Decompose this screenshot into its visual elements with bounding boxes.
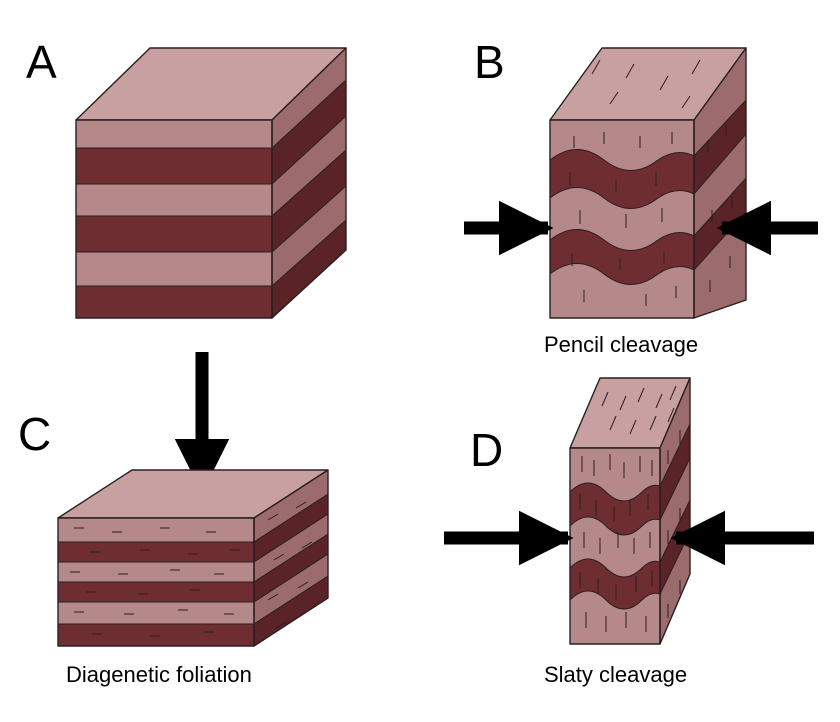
layer-light: [58, 602, 254, 624]
panel-b: B: [464, 36, 818, 357]
layer-dark: [58, 624, 254, 646]
side-layer-dark: [272, 80, 346, 184]
layer-light: [76, 184, 272, 216]
block-b-side-outline: [693, 47, 747, 319]
layer-light: [76, 252, 272, 286]
panel-a-letter: A: [26, 36, 57, 88]
panel-c-caption: Diagenetic foliation: [66, 662, 252, 687]
block-c: [57, 469, 329, 647]
layer-light: [58, 518, 254, 542]
layer-light: [58, 562, 254, 582]
slaty-cleavage-marks-icon: [579, 385, 681, 632]
block-a: [75, 47, 347, 319]
cleavage-marks-icon: [569, 59, 733, 306]
layer-light: [76, 120, 272, 148]
panel-a: A: [26, 36, 347, 319]
block-b: [549, 47, 747, 319]
panel-d-caption: Slaty cleavage: [544, 662, 687, 687]
layer-dark: [76, 148, 272, 184]
block-a-side-outline: [271, 47, 347, 319]
side-layer-light: [272, 48, 346, 148]
layer-dark: [76, 286, 272, 318]
side-layer-dark: [254, 494, 328, 562]
side-layer-light: [254, 514, 328, 582]
layer-dark: [58, 582, 254, 602]
panel-c-letter: C: [18, 408, 51, 460]
panel-b-caption: Pencil cleavage: [544, 332, 698, 357]
foliation-marks-icon: [70, 501, 313, 637]
panel-b-letter: B: [474, 36, 505, 88]
side-layer-dark: [254, 534, 328, 602]
side-layer-light: [272, 116, 346, 216]
side-layer-light: [254, 470, 328, 542]
layer-dark: [76, 216, 272, 252]
side-layer-dark: [272, 220, 346, 318]
side-layer-light: [254, 554, 328, 624]
panel-c: C: [18, 408, 329, 687]
side-layer-dark: [254, 576, 328, 646]
panel-d-letter: D: [470, 424, 503, 476]
block-d: [569, 377, 691, 645]
block-c-side-outline: [253, 469, 329, 647]
side-layer-dark: [272, 150, 346, 252]
block-d-side-outline: [659, 377, 691, 645]
side-layer-light: [272, 186, 346, 286]
panel-d: D: [444, 377, 814, 687]
layer-dark: [58, 542, 254, 562]
block-d-front-face: [570, 448, 660, 644]
